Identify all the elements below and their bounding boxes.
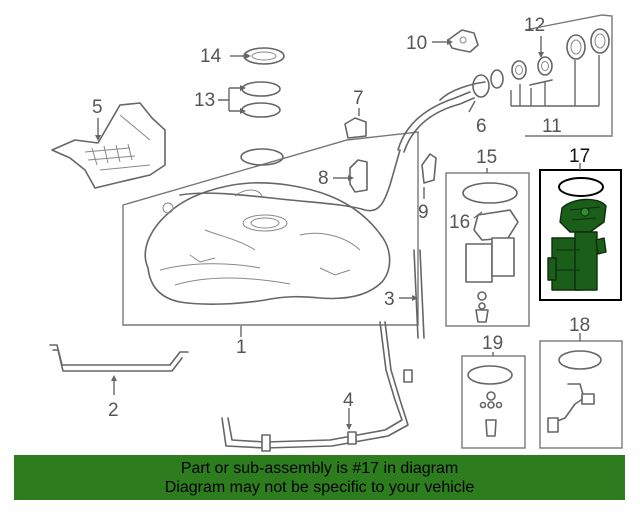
highlight-gasket-17 [558,177,604,197]
banner-line-1: Part or sub-assembly is #17 in diagram [180,459,459,477]
level-sensor-18[interactable] [547,383,595,433]
callout-16: 16 [449,212,470,233]
callout-2: 2 [108,400,119,421]
leader-lines [95,36,600,430]
callout-3: 3 [384,289,395,310]
breather-fitting[interactable] [344,117,367,139]
callout-14: 14 [200,46,222,67]
pump-gasket-15 [462,182,518,204]
fuel-pump-assembly-17[interactable] [547,198,607,291]
callout-19: 19 [482,333,503,354]
gasket-19 [467,365,513,385]
parts-box-18 [539,340,623,449]
fuel-tank[interactable] [144,182,391,305]
tank-strap[interactable] [49,344,189,372]
callout-17: 17 [569,146,590,167]
callout-6: 6 [476,116,487,137]
callout-13: 13 [194,90,215,111]
filler-cap-set[interactable] [511,28,610,86]
filler-pipe[interactable] [397,69,504,153]
callout-18: 18 [569,315,590,336]
tank-gasket [240,148,284,166]
pump-gasket-set[interactable] [241,81,281,118]
callout-7: 7 [353,88,364,109]
mount-bracket[interactable] [447,29,479,53]
gasket-18 [558,350,602,370]
fuel-line-4[interactable] [221,321,413,452]
callout-1: 1 [236,337,247,358]
clamp-12[interactable] [537,56,553,76]
callout-4: 4 [343,390,354,411]
fuel-tank-panel [122,131,419,326]
banner-line-2: Diagram may not be specific to your vehi… [164,478,475,496]
callout-10: 10 [406,33,427,54]
filler-box-11 [524,14,613,137]
info-banner: Part or sub-assembly is #17 in diagram D… [14,455,625,500]
filter-kit-19[interactable] [479,391,503,437]
callout-15: 15 [476,147,497,168]
canister-clip[interactable] [349,159,368,193]
fuel-line-3[interactable] [413,249,425,339]
callout-5: 5 [92,97,103,118]
pipe-bracket[interactable] [421,153,437,184]
callout-9: 9 [418,202,429,223]
pump-module-16[interactable] [465,209,519,323]
heat-shield[interactable] [51,102,166,189]
callout-8: 8 [318,168,329,189]
callout-12: 12 [524,15,545,36]
callout-11: 11 [542,116,562,137]
vent-tube [179,149,401,212]
